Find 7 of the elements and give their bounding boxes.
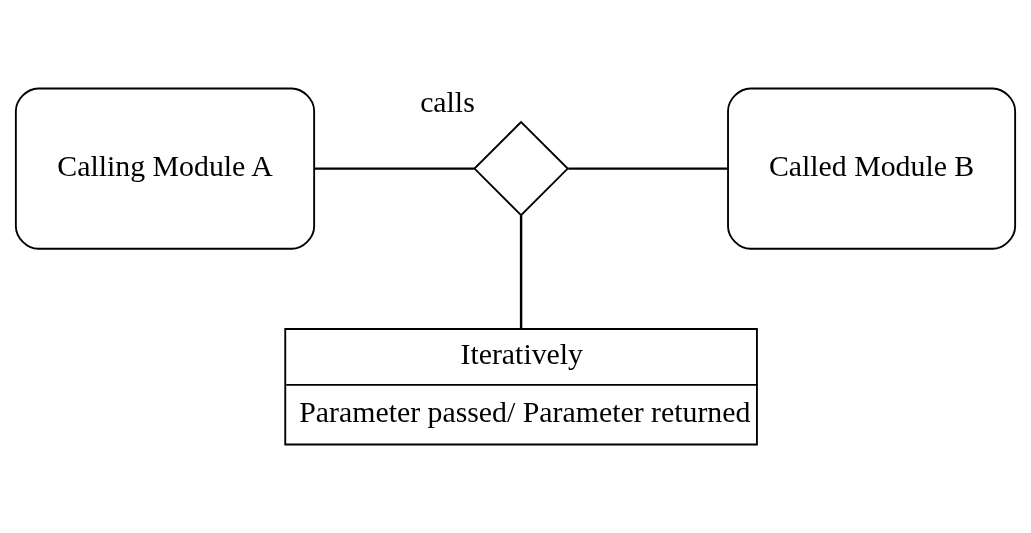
node-box: Calling Module A — [14, 87, 316, 250]
node-box: Called Module B — [727, 87, 1017, 250]
node-diamond — [473, 120, 569, 217]
connector — [519, 215, 523, 329]
connector — [568, 167, 728, 170]
connector — [314, 167, 475, 170]
node-label: calls — [420, 85, 475, 119]
